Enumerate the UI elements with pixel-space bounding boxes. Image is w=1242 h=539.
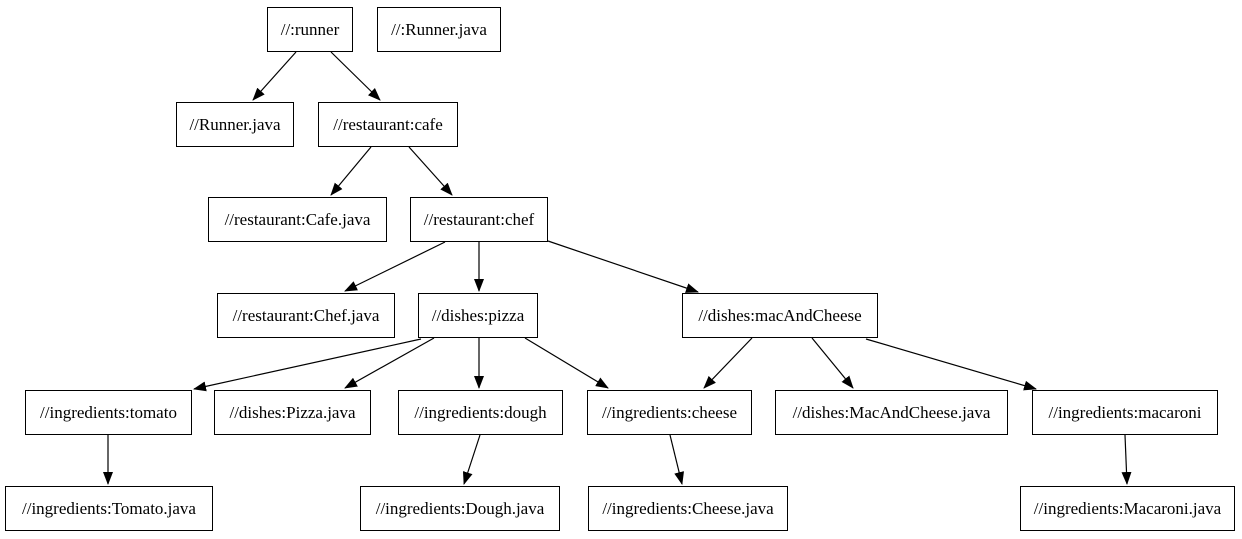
graph-node-label: //ingredients:tomato [40, 402, 177, 422]
graph-node-cheese: //ingredients:cheese [587, 390, 752, 435]
graph-node-label: //restaurant:chef [423, 209, 535, 229]
graph-node-label: //dishes:Pizza.java [229, 402, 356, 422]
graph-node-label: //dishes:MacAndCheese.java [792, 402, 991, 422]
graph-node-macaroni-java: //ingredients:Macaroni.java [1020, 486, 1235, 531]
graph-node-label: //ingredients:dough [414, 402, 547, 422]
edge-chef-to-chef-java [344, 241, 446, 292]
edge-cheese-to-cheese-java [669, 434, 685, 485]
graph-node-label: //dishes:macAndCheese [698, 305, 862, 325]
graph-node-chef-java: //restaurant:Chef.java [217, 293, 395, 338]
graph-node-pizza: //dishes:pizza [418, 293, 538, 338]
graph-node-label: //ingredients:Dough.java [375, 498, 545, 518]
graph-node-label: //ingredients:Macaroni.java [1033, 498, 1222, 518]
graph-node-tomato: //ingredients:tomato [25, 390, 192, 435]
graph-node-label: //ingredients:macaroni [1048, 402, 1202, 422]
edge-chef-to-mac-and-cheese [547, 240, 699, 293]
graph-node-pizza-java: //dishes:Pizza.java [214, 390, 371, 435]
edge-macaroni-to-macaroni-java [1121, 434, 1132, 485]
graph-node-label: //restaurant:Cafe.java [224, 209, 371, 229]
graph-node-chef: //restaurant:chef [410, 197, 548, 242]
graph-node-cafe-java: //restaurant:Cafe.java [208, 197, 387, 242]
graph-node-tomato-java: //ingredients:Tomato.java [5, 486, 213, 531]
edge-mac-and-cheese-to-mac-and-cheese-java [811, 337, 854, 389]
graph-node-label: //dishes:pizza [431, 305, 525, 325]
graph-node-label: //ingredients:Cheese.java [602, 498, 774, 518]
edge-cafe-to-cafe-java [330, 146, 372, 196]
graph-node-runner: //:runner [267, 7, 353, 52]
graph-node-runner-java-root: //:Runner.java [377, 7, 501, 52]
graph-node-label: //Runner.java [189, 114, 281, 134]
graph-node-macaroni: //ingredients:macaroni [1032, 390, 1218, 435]
graph-node-cheese-java: //ingredients:Cheese.java [588, 486, 788, 531]
graph-node-label: //:runner [280, 19, 340, 39]
edge-dough-to-dough-java [462, 434, 481, 485]
edge-runner-to-cafe [330, 51, 381, 101]
graph-node-mac-and-cheese-java: //dishes:MacAndCheese.java [775, 390, 1008, 435]
edge-runner-to-runner-java [252, 51, 297, 101]
edge-pizza-to-tomato [193, 338, 422, 392]
graph-node-label: //:Runner.java [391, 19, 487, 39]
graph-node-label: //restaurant:Chef.java [232, 305, 380, 325]
edge-cafe-to-chef [408, 146, 453, 196]
edge-pizza-to-cheese [524, 337, 609, 389]
graph-node-label: //ingredients:cheese [601, 402, 737, 422]
graph-node-dough-java: //ingredients:Dough.java [360, 486, 560, 531]
edge-pizza-to-pizza-java [344, 337, 435, 389]
graph-node-dough: //ingredients:dough [398, 390, 563, 435]
graph-node-runner-java: //Runner.java [176, 102, 294, 147]
graph-node-label: //restaurant:cafe [333, 114, 443, 134]
graph-node-mac-and-cheese: //dishes:macAndCheese [682, 293, 878, 338]
edge-mac-and-cheese-to-macaroni [865, 338, 1037, 391]
graph-node-cafe: //restaurant:cafe [318, 102, 458, 147]
edge-mac-and-cheese-to-cheese [703, 337, 753, 389]
graph-node-label: //ingredients:Tomato.java [22, 498, 196, 518]
